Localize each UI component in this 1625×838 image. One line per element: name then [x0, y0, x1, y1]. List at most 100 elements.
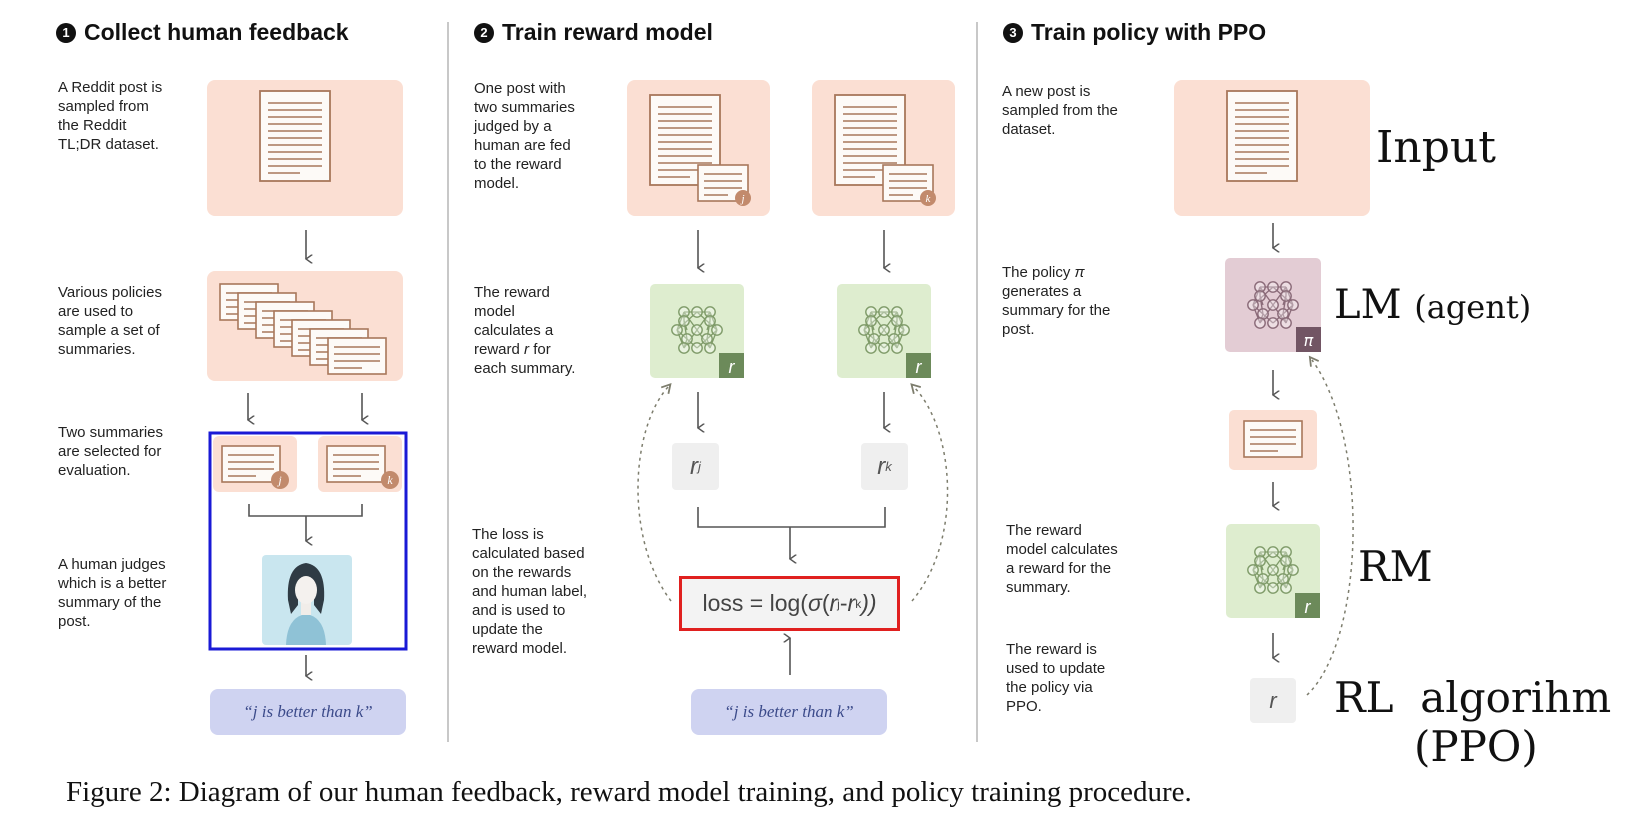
update-arrow-left — [637, 382, 672, 602]
human-judge-icon — [262, 555, 352, 645]
loss-sub-k: k — [855, 596, 862, 611]
loss-r-j: r — [829, 590, 838, 616]
divider-2 — [976, 22, 978, 742]
policy-lm-box: π — [1225, 258, 1321, 352]
summary-icon — [221, 445, 281, 483]
panel-1-step-1-text: A Reddit post is sampled from the Reddit… — [58, 79, 163, 153]
neural-network-icon — [671, 306, 723, 354]
panel-3-post-box — [1174, 80, 1370, 216]
panel-3-step-2-text: The policy π generates a summary for the… — [1002, 263, 1110, 339]
generated-summary-box — [1229, 410, 1317, 470]
panel-2-human-label: “j is better than k” — [691, 689, 887, 735]
panel-3-step-4-text: The reward is used to update the policy … — [1006, 641, 1106, 715]
annotation-ppo: (PPO) — [1414, 722, 1538, 771]
document-icon — [1226, 90, 1298, 182]
annotation-rl-algorithm: RL algorihm — [1334, 673, 1612, 722]
reward-model-k: r — [837, 284, 931, 378]
panel-1-summaries-box — [207, 271, 403, 381]
panel-3-title-text: Train policy with PPO — [1031, 19, 1267, 45]
panel-3-step-2-part-b: generates a summary for the post. — [1002, 283, 1111, 338]
reward-r-j-subscript: j — [698, 459, 701, 474]
panel-2-summary-j-box: j — [627, 80, 770, 216]
update-arrow-right — [910, 383, 949, 602]
reward-symbol: r — [524, 341, 530, 358]
neural-network-icon — [858, 306, 910, 354]
pi-badge-text: π — [1304, 331, 1314, 350]
step-number-2: 2 — [474, 22, 494, 43]
panel-2-title: 2 Train reward model — [474, 19, 713, 46]
panel-2-title-text: Train reward model — [502, 19, 713, 45]
summary-icon — [326, 445, 386, 483]
panel-2-step-2-text: The reward model calculates a reward r f… — [474, 283, 575, 378]
evaluation-highlight-box — [208, 431, 408, 651]
reward-r-k-subscript: k — [885, 459, 892, 474]
policy-symbol: π — [1074, 264, 1085, 281]
panel-3-step-3-text: The reward model calculates a reward for… — [1006, 522, 1118, 596]
policy-update-arrow — [1306, 355, 1354, 696]
pi-badge-icon — [1296, 327, 1321, 352]
panel-1-step-3-text: Two summaries are selected for evaluatio… — [58, 424, 164, 479]
loss-close-paren: )) — [861, 590, 877, 616]
summary-k-card: k — [318, 436, 402, 492]
annotation-lm: LM (agent) — [1334, 285, 1531, 325]
panel-2-step-2-part-b: for each summary. — [474, 341, 576, 377]
panel-3-step-1-text: A new post is sampled from the dataset. — [1002, 83, 1118, 138]
rm-badge-icon — [1295, 593, 1320, 618]
divider-1 — [447, 22, 449, 742]
badge-k-icon — [381, 471, 399, 489]
loss-open-paren: ( — [821, 590, 830, 616]
panel-2-step-1-text: One post with two summaries judged by a … — [474, 80, 575, 192]
reward-r-k-symbol: r — [877, 452, 886, 480]
step-number-3: 3 — [1003, 22, 1023, 43]
rm-badge-text: r — [729, 357, 736, 377]
panel-1-title-text: Collect human feedback — [84, 19, 349, 45]
step-number-1: 1 — [56, 22, 76, 43]
annotation-agent-text: (agent) — [1414, 288, 1532, 326]
badge-j-text: j — [739, 193, 744, 205]
panel-1-step-4-text: A human judges which is a better summary… — [58, 556, 167, 630]
panel-3-title: 3 Train policy with PPO — [1003, 19, 1266, 46]
panel-1-title: 1 Collect human feedback — [56, 19, 349, 46]
rm-badge-icon — [719, 353, 744, 378]
panel-1-post-box — [207, 80, 403, 216]
panel-3-step-2-part-a: The policy — [1002, 264, 1075, 281]
annotation-lm-text: LM — [1334, 282, 1402, 328]
annotation-rm: RM — [1358, 542, 1433, 591]
reward-r-j-symbol: r — [690, 452, 699, 480]
summary-icon — [1243, 420, 1303, 458]
badge-k-icon — [920, 190, 936, 206]
neural-network-icon — [1247, 546, 1299, 594]
annotation-input: Input — [1376, 122, 1496, 173]
badge-j-text: j — [276, 473, 282, 487]
panel-3-reward-model: r — [1226, 524, 1320, 618]
panel-3-reward-value: r — [1250, 678, 1296, 723]
badge-k-text: k — [387, 473, 393, 487]
panel-2-step-2-part-a: The reward model calculates a reward — [474, 284, 554, 358]
loss-sigma: σ — [807, 590, 822, 616]
panel-2-summary-k-box: k — [812, 80, 955, 216]
loss-r-k: r — [847, 590, 856, 616]
reward-model-j: r — [650, 284, 744, 378]
merge-bracket — [248, 504, 363, 541]
loss-minus: - — [839, 590, 848, 616]
summary-j-card: j — [213, 436, 297, 492]
loss-sub-j: j — [837, 596, 840, 611]
rm-badge-icon — [906, 353, 931, 378]
panel-1-human-label: “j is better than k” — [210, 689, 406, 735]
badge-j-icon — [735, 190, 751, 206]
panel-2-step-3-text: The loss is calculated based on the rewa… — [472, 526, 588, 657]
rm-badge-text: r — [916, 357, 923, 377]
rm-badge-text: r — [1305, 597, 1312, 617]
panel-1-step-2-text: Various policies are used to sample a se… — [58, 284, 162, 358]
neural-network-icon — [1247, 281, 1299, 329]
loss-prefix: loss = log( — [702, 590, 808, 616]
badge-j-icon — [271, 471, 289, 489]
badge-k-text: k — [926, 193, 932, 205]
document-icon — [259, 90, 331, 182]
figure-caption: Figure 2: Diagram of our human feedback,… — [66, 776, 1192, 808]
merge-bracket — [697, 507, 886, 559]
